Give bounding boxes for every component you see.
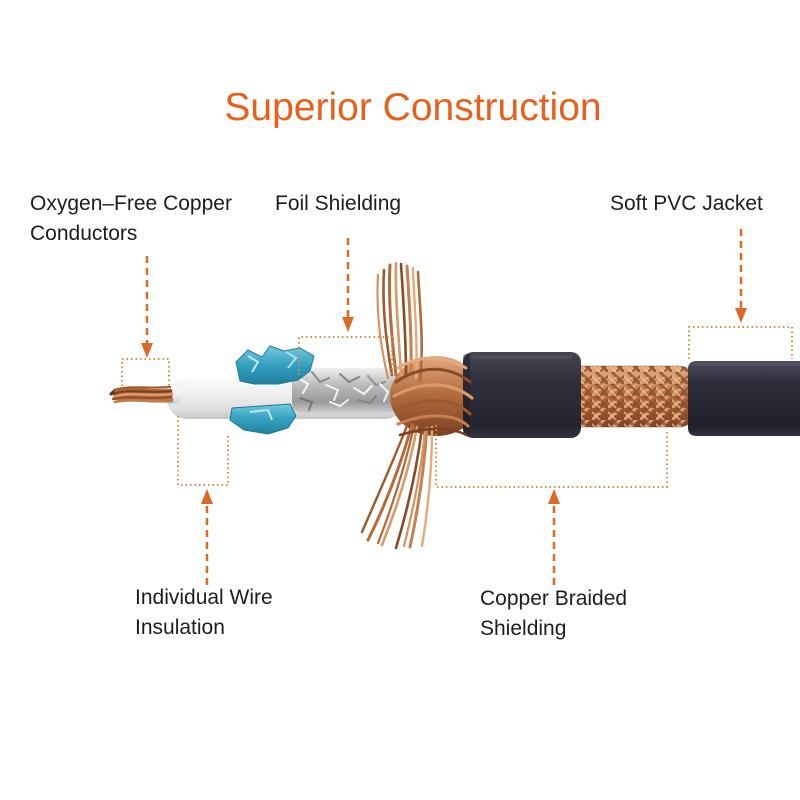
label-soft-pvc-jacket: Soft PVC Jacket (610, 189, 763, 219)
label-line: Oxygen–Free Copper (30, 192, 232, 215)
callouts (121, 229, 793, 587)
pvc-segment (463, 352, 581, 438)
copper-conductor-strands (109, 385, 174, 404)
label-line: Individual Wire (135, 586, 273, 609)
cable-photo (109, 261, 800, 550)
arrowhead-braid (548, 489, 560, 504)
label-line: Soft PVC Jacket (610, 192, 763, 215)
callout-box-conductors (121, 358, 170, 386)
arrowhead-foil (342, 317, 354, 332)
label-line: Insulation (135, 616, 225, 639)
callout-box-pvc-jacket (688, 326, 793, 359)
label-line: Shielding (480, 617, 567, 640)
label-line: Copper Braided (480, 587, 628, 610)
braid-strands-down (360, 421, 434, 550)
arrowhead-insulation (201, 489, 213, 504)
pvc-jacket (688, 361, 800, 436)
label-copper-braided-shielding: Copper Braided Shielding (480, 584, 627, 644)
braid-strands-up (376, 261, 423, 382)
label-line: Conductors (30, 222, 138, 245)
label-line: Foil Shielding (275, 192, 402, 215)
page-title: Superior Construction (224, 86, 602, 129)
arrowhead-conductors (141, 343, 153, 358)
label-individual-wire-insulation: Individual Wire Insulation (135, 583, 273, 643)
arrowhead-pvc-jacket (735, 308, 747, 323)
callout-box-foil (298, 336, 393, 375)
blue-tape (229, 345, 315, 435)
braid-knot-strands (392, 356, 474, 437)
foil-shielding-wrap (292, 368, 398, 413)
label-oxygen-free-copper-conductors: Oxygen–Free Copper Conductors (30, 189, 232, 249)
callout-bracket-insulation (177, 416, 229, 486)
label-foil-shielding: Foil Shielding (275, 189, 401, 219)
